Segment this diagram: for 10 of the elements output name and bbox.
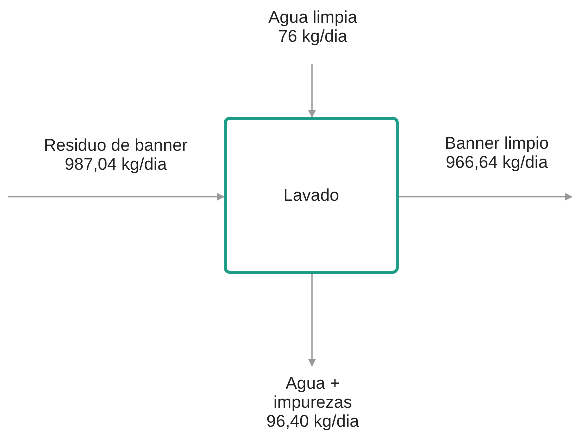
node-label: Lavado bbox=[284, 184, 340, 207]
flow-label: Agua limpia 76 kg/dia bbox=[261, 8, 365, 46]
arrow bbox=[8, 193, 225, 201]
arrow bbox=[399, 193, 572, 201]
edge-label: Residuo de banner 987,04 kg/dia bbox=[43, 136, 189, 174]
flow-label: Agua + impurezas 96,40 kg/dia bbox=[257, 374, 369, 431]
arrow bbox=[308, 274, 316, 367]
process-box bbox=[224, 117, 399, 274]
edge-label: Banner limpio 966,64 kg/dia bbox=[444, 134, 550, 172]
arrow bbox=[308, 64, 316, 118]
